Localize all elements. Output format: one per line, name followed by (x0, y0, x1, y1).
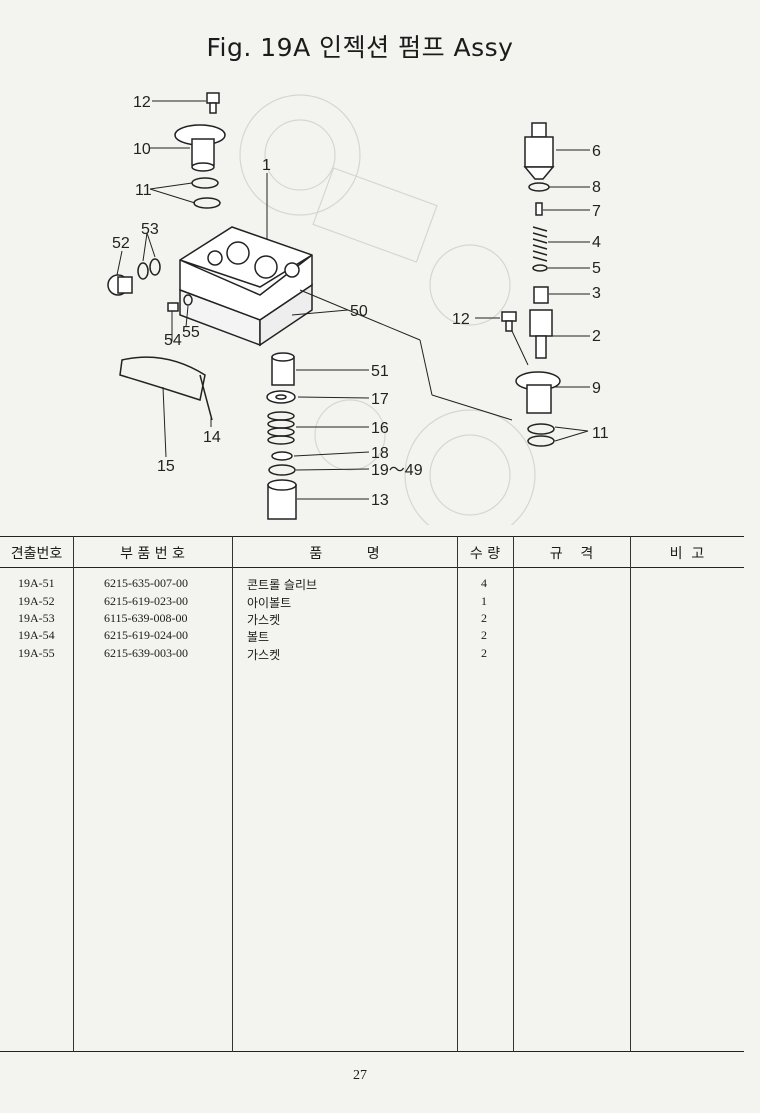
column-divider (232, 536, 233, 1052)
cell-ref: 19A-54 (18, 628, 55, 642)
callout-50: 50 (350, 303, 368, 320)
table-row: 19A-51 6215-635-007-00 콘트롤 슬리브 4 (0, 576, 744, 594)
callout-7: 7 (592, 203, 601, 220)
callout-14: 14 (203, 429, 221, 446)
callout-8: 8 (592, 179, 601, 196)
table-row: 19A-53 6115-639-008-00 가스켓 2 (0, 611, 744, 629)
header-remarks: 비 고 (669, 546, 705, 562)
callout-17: 17 (371, 391, 389, 408)
callout-3: 3 (592, 285, 601, 302)
column-divider (457, 536, 458, 1052)
callout-12-right: 12 (452, 311, 470, 328)
callout-19-49: 19～49 (371, 462, 423, 479)
table-top-rule (0, 536, 744, 537)
cell-name: 아이볼트 (247, 596, 292, 610)
table-row: 19A-54 6215-619-024-00 볼트 2 (0, 628, 744, 646)
background-ghost-drawing (239, 94, 536, 525)
table-header-rule (0, 567, 744, 568)
cell-part-no: 6215-635-007-00 (104, 576, 188, 590)
cell-qty: 2 (481, 628, 487, 642)
cell-qty: 2 (481, 646, 487, 660)
cell-name: 콘트롤 슬리브 (247, 578, 318, 592)
header-part-no: 부 품 번 호 (120, 546, 185, 562)
header-part-name: 품 명 (309, 546, 380, 562)
cell-name: 가스켓 (247, 613, 281, 627)
callout-18: 18 (371, 445, 389, 462)
column-divider (630, 536, 631, 1052)
callout-12: 12 (133, 94, 151, 111)
callout-53: 53 (141, 221, 159, 238)
header-quantity: 수 량 (469, 546, 501, 562)
cell-ref: 19A-52 (18, 594, 55, 608)
callout-13: 13 (371, 492, 389, 509)
callout-1: 1 (262, 157, 271, 174)
cell-ref: 19A-51 (18, 576, 55, 590)
cell-part-no: 6115-639-008-00 (104, 611, 188, 625)
cell-qty: 4 (481, 576, 487, 590)
cell-qty: 2 (481, 611, 487, 625)
cell-part-no: 6215-619-023-00 (104, 594, 188, 608)
column-divider (73, 536, 74, 1052)
callout-16: 16 (371, 420, 389, 437)
callout-5: 5 (592, 260, 601, 277)
column-divider (513, 536, 514, 1052)
cell-ref: 19A-53 (18, 611, 55, 625)
table-row: 19A-52 6215-619-023-00 아이볼트 1 (0, 594, 744, 612)
cell-ref: 19A-55 (18, 646, 55, 660)
exploded-parts-diagram: 12 10 11 1 53 52 55 54 50 51 17 16 18 19… (107, 92, 609, 525)
callout-6: 6 (592, 143, 601, 160)
callout-9: 9 (592, 380, 601, 397)
callout-4: 4 (592, 234, 601, 251)
cell-name: 가스켓 (247, 648, 281, 662)
header-spec: 규 격 (549, 546, 594, 562)
page-number: 27 (353, 1068, 367, 1083)
callout-55: 55 (182, 324, 200, 341)
cell-part-no: 6215-619-024-00 (104, 628, 188, 642)
callout-11-right: 11 (592, 425, 609, 442)
cell-name: 볼트 (247, 630, 270, 644)
callout-54: 54 (164, 332, 182, 349)
callout-52: 52 (112, 235, 130, 252)
table-bottom-rule (0, 1051, 744, 1052)
cell-part-no: 6215-639-003-00 (104, 646, 188, 660)
callout-10: 10 (133, 141, 151, 158)
table-row: 19A-55 6215-639-003-00 가스켓 2 (0, 646, 744, 664)
cell-qty: 1 (481, 594, 487, 608)
header-ref-no: 견출번호 (10, 546, 63, 562)
callout-2: 2 (592, 328, 601, 345)
callout-51: 51 (371, 363, 389, 380)
callout-11: 11 (135, 182, 152, 199)
callout-15: 15 (157, 458, 175, 475)
parts-table: 견출번호 부 품 번 호 품 명 수 량 규 격 비 고 19A-51 6215… (0, 536, 744, 1052)
page-title: Fig. 19A 인젝션 펌프 Assy (206, 33, 514, 62)
